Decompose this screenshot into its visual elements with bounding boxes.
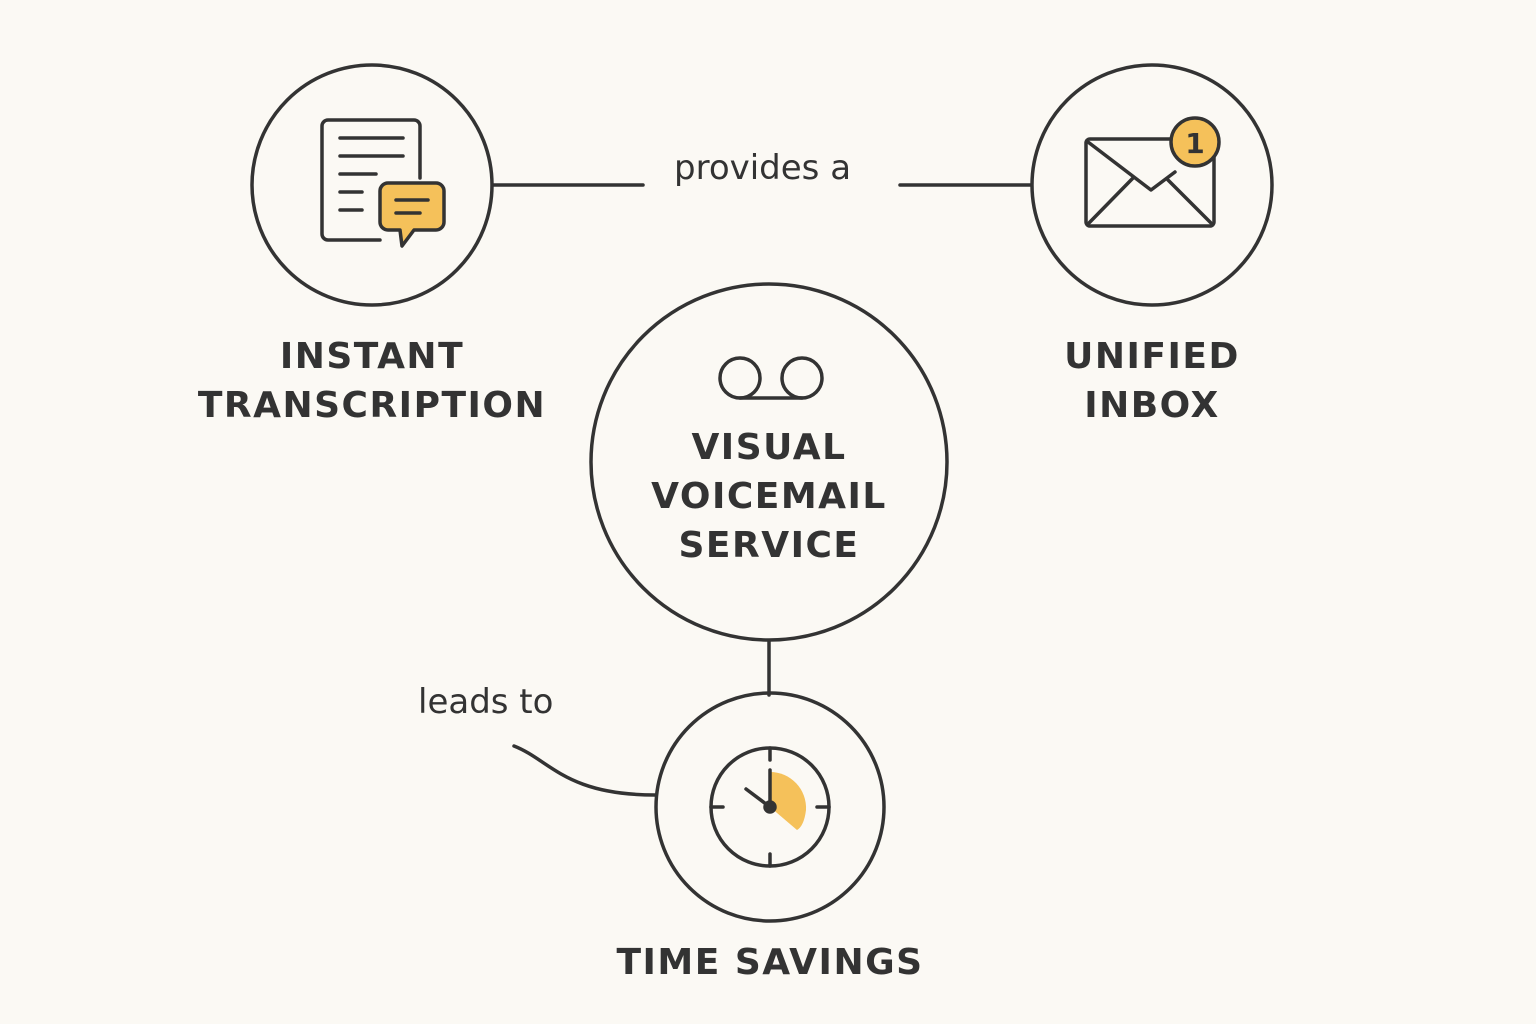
node-inbox-circle <box>1030 63 1274 307</box>
node-label-line: TIME SAVINGS <box>616 942 924 983</box>
edge-leads-curve <box>512 744 657 797</box>
document-chat-icon <box>320 118 446 248</box>
edge-label-leads: leads to <box>418 682 554 722</box>
node-label-line: UNIFIED <box>1064 336 1240 377</box>
node-label-line: INBOX <box>1084 385 1220 426</box>
notification-badge-count: 1 <box>1185 127 1204 160</box>
node-label-time: TIME SAVINGS <box>570 938 970 987</box>
clock-icon <box>709 746 831 868</box>
edge-label-provides: provides a <box>674 148 852 188</box>
envelope-icon <box>1084 116 1221 228</box>
node-label-line: SERVICE <box>678 525 860 566</box>
node-center-circle <box>589 282 949 642</box>
node-label-inbox: UNIFIED INBOX <box>1002 332 1302 430</box>
node-label-transcription: INSTANT TRANSCRIPTION <box>172 332 572 430</box>
node-time-circle <box>654 691 886 923</box>
node-label-line: VISUAL <box>691 427 847 468</box>
node-label-center: VISUAL VOICEMAIL SERVICE <box>609 423 929 570</box>
node-label-line: TRANSCRIPTION <box>197 385 547 426</box>
voicemail-icon <box>718 356 824 400</box>
node-label-line: VOICEMAIL <box>651 476 887 517</box>
node-label-line: INSTANT <box>279 336 465 377</box>
node-transcription-circle <box>250 63 494 307</box>
notification-badge-circle <box>1169 116 1221 168</box>
